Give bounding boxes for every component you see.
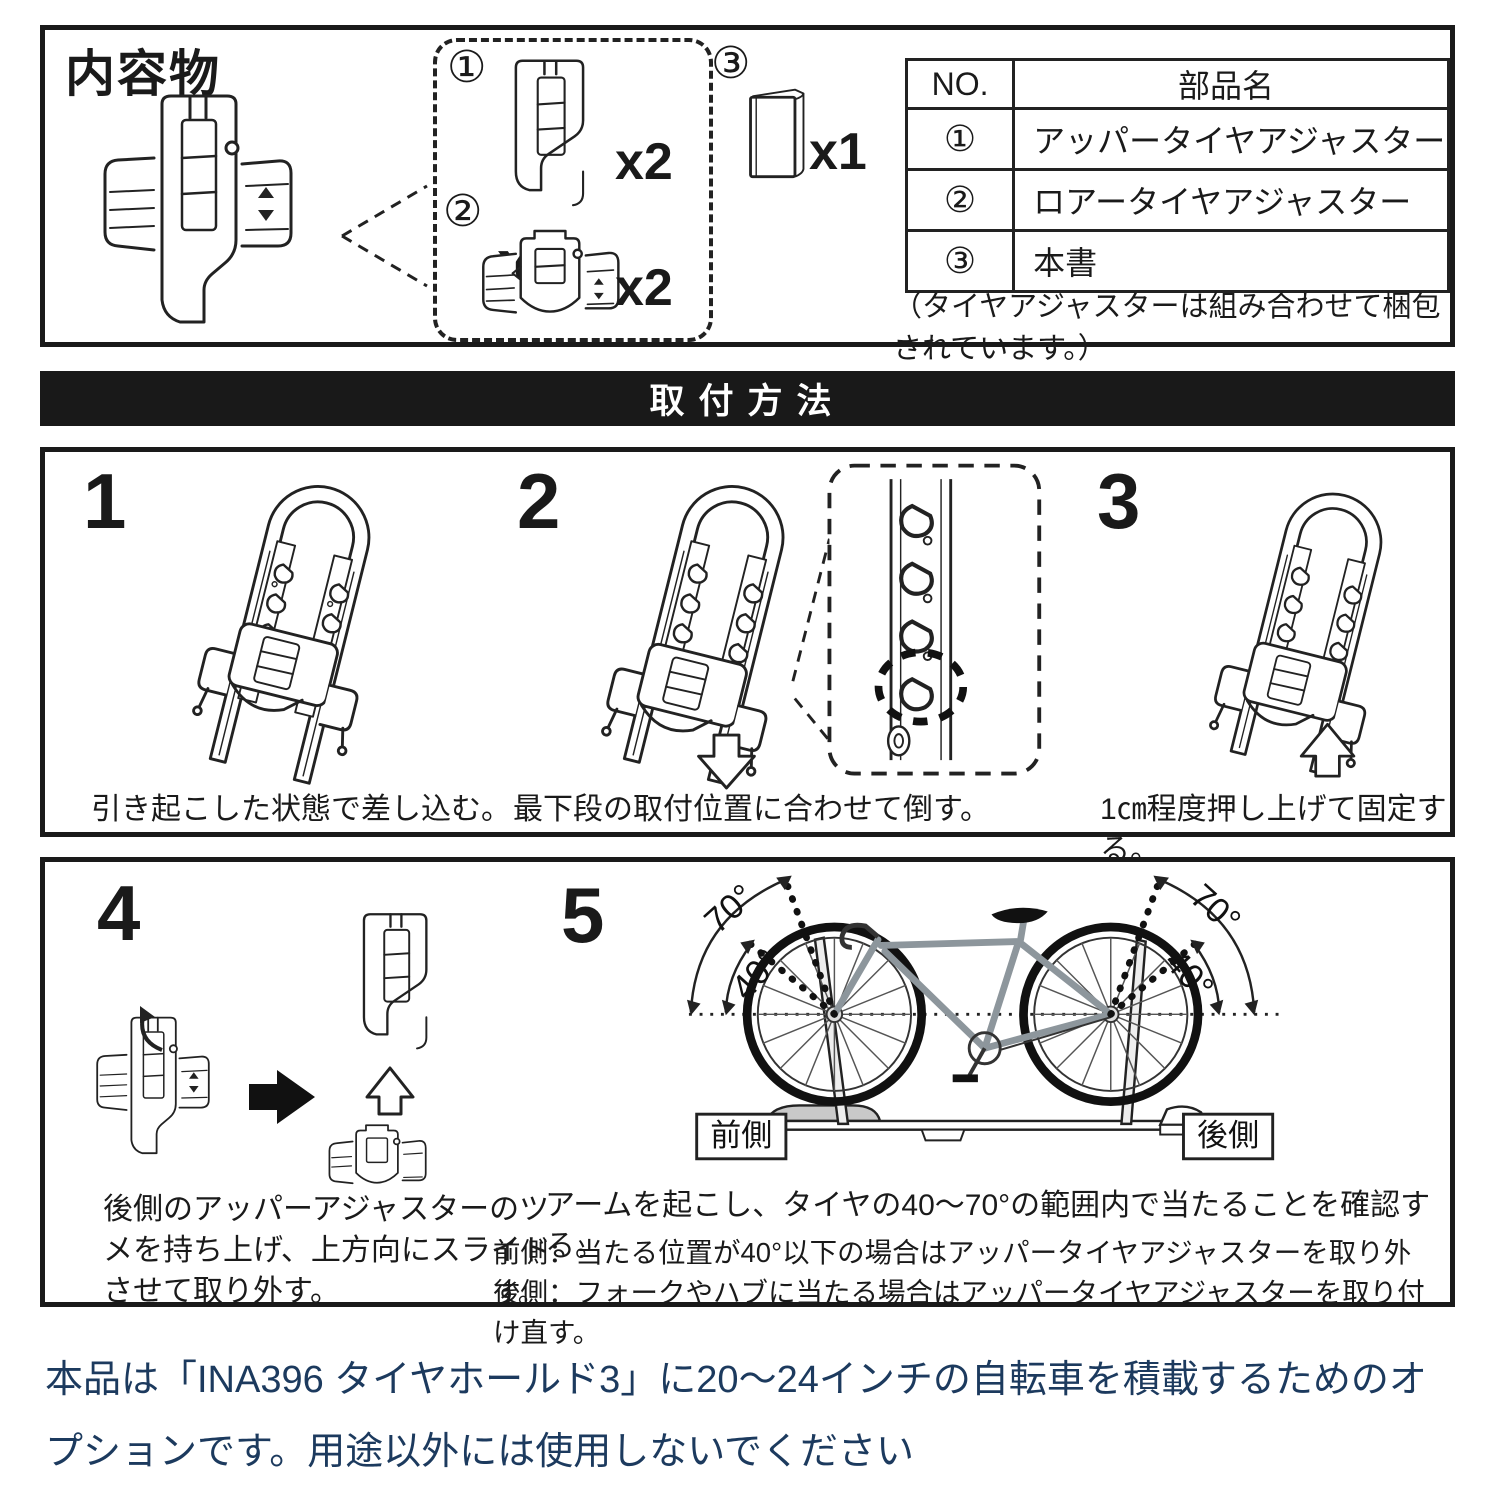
rack-bar (736, 1119, 1214, 1131)
row1-name: アッパータイヤアジャスター (1012, 107, 1450, 171)
circled-1: ① (447, 43, 487, 92)
rear-side-label: 後側 (1182, 1112, 1275, 1161)
chainring (967, 1031, 1002, 1066)
row1-no: ① (904, 107, 1016, 171)
callout-connector-lines (341, 184, 428, 288)
chain (998, 1016, 1112, 1052)
front-side-label: 前側 (695, 1112, 788, 1161)
step2-caption: 最下段の取付位置に合わせて倒す。 (513, 793, 990, 826)
product-usage-note: 本品は「INA396 タイヤホールド3」に20～24インチの自転車を積載するため… (45, 1359, 1427, 1474)
circled-2: ② (443, 187, 483, 236)
angle-70-rear-label: 70° (1183, 877, 1248, 941)
step1-number: 1 (83, 457, 127, 545)
step4-number: 4 (97, 869, 141, 957)
step5-rear-note: 後側：フォークやハブに当たる場合はアッパータイヤアジャスターを取り付け直す。 (493, 1277, 1425, 1348)
saddle (991, 907, 1048, 924)
bike-angle-illustration: 70° 40° 70° 40° 前側 (687, 875, 1281, 1161)
step2-arm-illustration (601, 463, 1042, 790)
front-wheel-tray (764, 1104, 882, 1123)
row3-no: ③ (904, 229, 1016, 293)
crank (966, 1047, 987, 1079)
mid-foot (920, 1128, 966, 1142)
step5-number: 5 (561, 871, 605, 959)
header-name: 部品名 (1012, 58, 1450, 110)
table-row: ③ 本書 (904, 229, 1450, 293)
steps-4-5-box: 4 (40, 857, 1455, 1348)
step1-caption: 引き起こした状態で差し込む。 (91, 793, 511, 826)
down-arrow-icon (697, 733, 756, 790)
rail-detail-callout (827, 463, 1042, 776)
up-arrow-icon (1299, 722, 1356, 778)
right-arrow-icon (249, 1070, 315, 1124)
table-row: ② ロアータイヤアジャスター (904, 168, 1450, 232)
steps-1-3-box: 1 (40, 447, 1455, 867)
step4-illustration (96, 913, 428, 1185)
booklet-icon (749, 88, 805, 179)
parts-table-header-row: NO. 部品名 (904, 58, 1450, 110)
manual-qty-label: x1 (809, 123, 867, 181)
upper-qty-label: x2 (615, 133, 673, 191)
packaging-note: （タイヤアジャスターは組み合わせて梱包されています。） (893, 291, 1441, 366)
upper-adjuster-illustration (514, 59, 585, 207)
pedal (952, 1074, 978, 1083)
table-row: ① アッパータイヤアジャスター (904, 107, 1450, 171)
step4-caption: 後側のアッパーアジャスターのツメを持ち上げ、上方向にスライドさせて取り外す。 (103, 1193, 551, 1308)
step5-caption: アームを起こし、タイヤの40～70°の範囲内で当たることを確認する。 (545, 1189, 1431, 1263)
install-method-banner: 取付方法 (40, 371, 1455, 426)
lower-qty-label: x2 (615, 259, 673, 317)
banner-title: 取付方法 (649, 382, 846, 421)
row2-name: ロアータイヤアジャスター (1012, 168, 1450, 232)
rear-angle-fan: 70° 40° (1107, 875, 1259, 1018)
step2-number: 2 (517, 457, 561, 545)
bike-frame (831, 912, 1115, 1052)
row3-name: 本書 (1012, 229, 1450, 293)
handlebar (839, 922, 880, 950)
up-arrow-icon (365, 1066, 415, 1116)
front-angle-fan: 70° 40° (687, 875, 838, 1018)
row2-no: ② (904, 168, 1016, 232)
parts-callout-box: ① x2 ② (433, 38, 713, 342)
contents-title: 内容物 (65, 46, 221, 102)
highlight-dashed-circle (874, 648, 968, 726)
parts-table: NO. 部品名 ① アッパータイヤアジャスター ② ロアータイヤアジャスター ③… (904, 58, 1450, 293)
circled-3: ③ (711, 39, 751, 88)
header-no: NO. (904, 58, 1016, 110)
contents-box: 内容物 x2 (40, 25, 1455, 365)
step3-number: 3 (1097, 457, 1141, 545)
angle-70-front-label: 70° (697, 877, 762, 941)
assembled-adjuster-illustration (103, 94, 293, 324)
step1-arm-illustration (192, 485, 371, 785)
lower-adjuster-illustration (482, 229, 620, 314)
step3-arm-illustration (1209, 492, 1383, 778)
svg-text:前側: 前側 (710, 1118, 772, 1153)
svg-text:後側: 後側 (1197, 1118, 1259, 1153)
step5-front-note: 前側：当たる位置が40°以下の場合はアッパータイヤアジャスターを取り外す。 (493, 1237, 1412, 1308)
